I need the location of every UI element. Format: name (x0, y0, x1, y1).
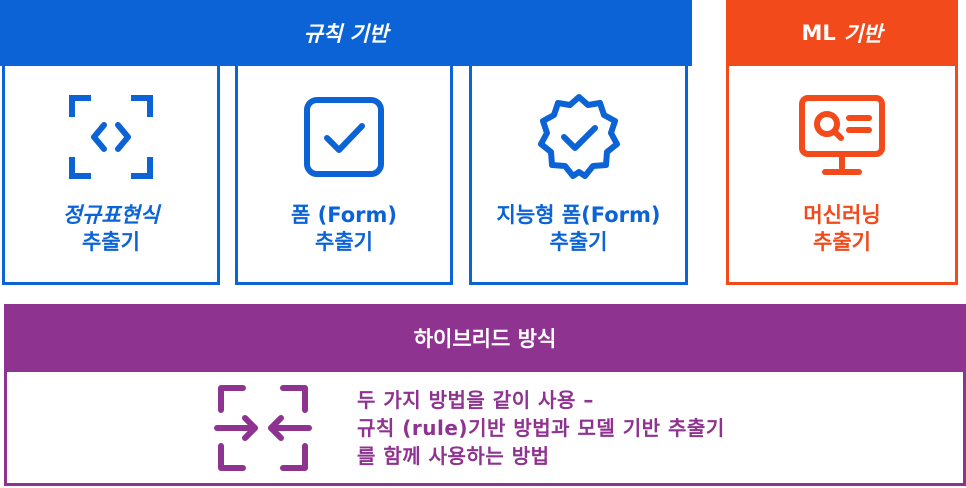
verified-badge-icon (537, 94, 620, 179)
card-label-line1: 지능형 폼(Form) (496, 203, 661, 227)
regex-extractor-label: 정규표현식 추출기 (63, 202, 160, 256)
merge-arrows-icon (214, 385, 312, 471)
ml-extractor-label: 머신러닝 추출기 (803, 202, 880, 256)
ml-header-prefix: ML (801, 21, 836, 45)
card-label-line2: 추출기 (549, 230, 608, 254)
hybrid-description-line: 규칙 (rule)기반 방법과 모델 기반 추출기 (357, 416, 725, 440)
intelligent-form-extractor-label: 지능형 폼(Form) 추출기 (497, 202, 661, 256)
card-label-line1: 정규표현식 (62, 203, 160, 227)
hybrid-description-line: 를 함께 사용하는 방법 (357, 444, 550, 468)
hybrid-description-line: 두 가지 방법을 같이 사용 – (357, 388, 594, 412)
card-label-line2: 추출기 (82, 230, 140, 254)
regex-extractor-card: 정규표현식 추출기 (2, 66, 220, 285)
ml-extractor-card: 머신러닝 추출기 (726, 66, 958, 285)
ml-header-suffix: 기반 (843, 22, 883, 46)
hybrid-description-box: 두 가지 방법을 같이 사용 – 규칙 (rule)기반 방법과 모델 기반 추… (4, 372, 966, 486)
form-extractor-label: 폼 (Form) 추출기 (291, 202, 397, 256)
card-label-line2: 추출기 (315, 230, 373, 254)
code-brackets-icon (69, 95, 153, 179)
card-label-line2: 추출기 (813, 230, 871, 254)
rule-based-header-text: 규칙 기반 (303, 22, 389, 46)
hybrid-header: 하이브리드 방식 (4, 304, 966, 372)
rule-based-header: 규칙 기반 (0, 0, 692, 66)
monitor-search-icon (799, 95, 885, 175)
intelligent-form-extractor-card: 지능형 폼(Form) 추출기 (469, 66, 688, 285)
form-extractor-card: 폼 (Form) 추출기 (235, 66, 453, 285)
checkbox-icon (304, 97, 384, 177)
hybrid-header-text: 하이브리드 방식 (413, 327, 557, 351)
card-label-line1: 머신러닝 (803, 203, 881, 227)
ml-based-header: ML 기반 (726, 0, 958, 66)
card-label-line1: 폼 (Form) (291, 203, 397, 227)
hybrid-description: 두 가지 방법을 같이 사용 – 규칙 (rule)기반 방법과 모델 기반 추… (357, 386, 725, 470)
